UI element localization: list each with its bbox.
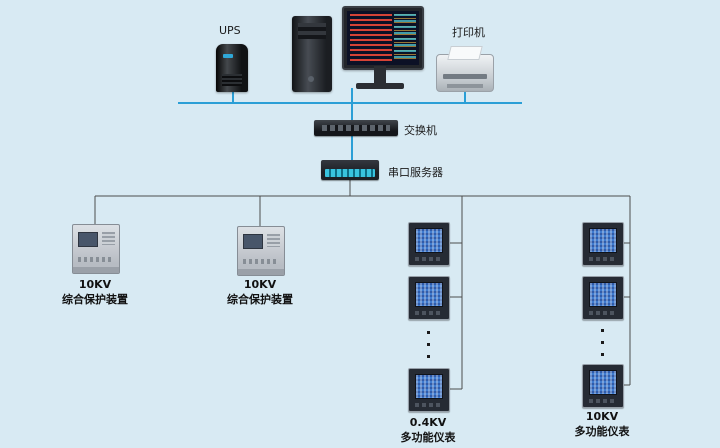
meter-04kv-1: [408, 222, 450, 266]
protection1-kv: 10KV: [78, 278, 112, 291]
protection1-name: 综合保护装置: [62, 292, 128, 306]
printer-paper: [447, 46, 483, 60]
serial-server-label: 串口服务器: [388, 166, 443, 179]
serial-server-device: [321, 160, 379, 180]
protection-screen: [243, 234, 263, 249]
meter-col2-name: 多功能仪表: [574, 424, 630, 438]
printer-label: 打印机: [452, 26, 485, 39]
switch-ports: [322, 125, 390, 131]
protection2-caption: 10KV 综合保护装置: [210, 278, 310, 308]
meter-buttons: [589, 399, 617, 403]
meter-screen: [589, 370, 617, 395]
meter-col2-caption: 10KV 多功能仪表: [552, 410, 652, 440]
meter-screen: [589, 282, 617, 307]
serial-server-ports: [325, 169, 375, 177]
printer-slot: [443, 74, 487, 79]
meter-col1-kv: 0.4KV: [409, 416, 447, 429]
protection2-name: 综合保护装置: [227, 292, 293, 306]
ups-vent: [222, 74, 242, 86]
printer-device: [436, 46, 494, 92]
monitor-base: [356, 83, 404, 89]
meter-col1-caption: 0.4KV 多功能仪表: [378, 416, 478, 446]
meter-buttons: [589, 311, 617, 315]
meter-buttons: [415, 403, 443, 407]
protection2-kv: 10KV: [243, 278, 277, 291]
switch-device: [314, 120, 398, 136]
protection-base: [73, 267, 119, 273]
meter-col1-name: 多功能仪表: [400, 430, 456, 444]
meter-10kv-3: [582, 364, 624, 408]
ups-led: [223, 54, 233, 58]
meter-10kv-2: [582, 276, 624, 320]
protection-device-1: [72, 224, 120, 274]
meter-screen: [415, 374, 443, 399]
protection-led-row: [78, 257, 114, 262]
ups-device: [216, 44, 248, 92]
protection-keypad: [102, 232, 115, 245]
switch-label: 交换机: [404, 124, 437, 137]
protection1-caption: 10KV 综合保护装置: [45, 278, 145, 308]
meter-col2-kv: 10KV: [585, 410, 619, 423]
monitor: [342, 6, 424, 70]
protection-keypad: [267, 234, 280, 247]
branch-lines: [94, 180, 631, 390]
protection-device-2: [237, 226, 285, 276]
monitor-stand: [374, 66, 386, 83]
ups-label: UPS: [219, 24, 241, 37]
meter-buttons: [415, 311, 443, 315]
meter-screen: [589, 228, 617, 253]
meter-screen: [415, 282, 443, 307]
protection-led-row: [243, 259, 279, 264]
meter-10kv-1: [582, 222, 624, 266]
ellipsis-dots-col1: [427, 331, 430, 358]
printer-tray: [447, 84, 483, 88]
meter-buttons: [589, 257, 617, 261]
monitor-screen: [347, 11, 419, 65]
meter-04kv-2: [408, 276, 450, 320]
protection-screen: [78, 232, 98, 247]
power-button-icon: [308, 76, 314, 82]
protection-base: [238, 269, 284, 275]
computer-tower: [292, 16, 332, 92]
meter-04kv-3: [408, 368, 450, 412]
ellipsis-dots-col2: [601, 329, 604, 356]
meter-buttons: [415, 257, 443, 261]
drive-bays: [298, 23, 326, 39]
meter-screen: [415, 228, 443, 253]
